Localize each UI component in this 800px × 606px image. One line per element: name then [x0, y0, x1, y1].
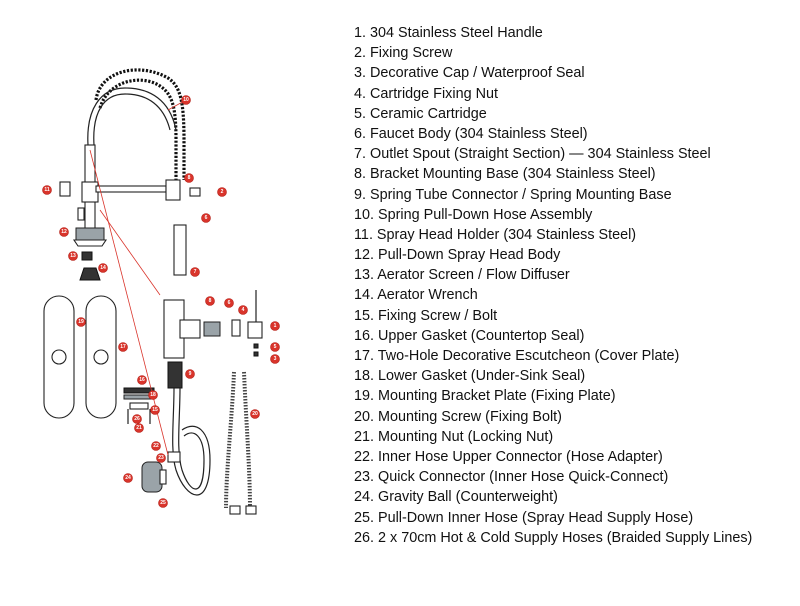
callout-5: 5	[270, 342, 280, 352]
parts-list-item: 17. Two-Hole Decorative Escutcheon (Cove…	[354, 348, 680, 364]
parts-list-item: 13. Aerator Screen / Flow Diffuser	[354, 267, 570, 284]
parts-list-item: 26. 2 x 70cm Hot & Cold Supply Hoses (Br…	[354, 529, 753, 546]
parts-list-item: 25. Pull-Down Inner Hose (Spray Head Sup…	[354, 509, 694, 526]
callout-7: 7	[190, 267, 200, 277]
callout-18: 18	[148, 390, 158, 400]
mounting-hardware	[123, 387, 155, 424]
callout-1: 1	[270, 321, 280, 331]
parts-list-item: 4. Cartridge Fixing Nut	[354, 85, 498, 102]
parts-list-item: 1. 304 Stainless Steel Handle	[354, 25, 543, 41]
parts-list: 1. 304 Stainless Steel Handle 2. Fixing …	[354, 23, 752, 548]
parts-list-item: 2. Fixing Screw	[354, 45, 453, 62]
parts-list-item: 10. Spring Pull-Down Hose Assembly	[354, 206, 593, 223]
svg-text:2: 2	[221, 189, 224, 195]
svg-text:4: 4	[242, 307, 245, 313]
parts-list-item: 7. Outlet Spout (Straight Section) — 304…	[354, 146, 711, 163]
parts-list-item: 3. Decorative Cap / Waterproof Seal	[354, 65, 585, 82]
svg-text:23: 23	[158, 455, 164, 461]
escutcheon-plates	[43, 295, 117, 419]
parts-list-item: 6. Faucet Body (304 Stainless Steel)	[354, 125, 588, 142]
callout-13: 13	[68, 251, 78, 261]
parts-list-item: 14. Aerator Wrench	[354, 287, 478, 304]
svg-text:16: 16	[139, 377, 145, 383]
parts-list-item: 11. Spray Head Holder (304 Stainless Ste…	[354, 226, 637, 243]
svg-text:8: 8	[209, 298, 212, 304]
callout-6b: 6	[201, 213, 211, 223]
svg-text:5: 5	[274, 344, 277, 350]
parts-list-item: 8. Bracket Mounting Base (304 Stainless …	[354, 166, 656, 183]
callout-12: 12	[59, 227, 69, 237]
callout-16: 16	[137, 375, 147, 385]
callout-23: 23	[156, 453, 166, 463]
parts-list-item: 21. Mounting Nut (Locking Nut)	[354, 428, 554, 445]
exploded-faucet-diagram: 1 2 3 4 5 6 6 7 8 8 9 10 11 12 13 14 15 …	[42, 68, 280, 515]
parts-list-item: 22. Inner Hose Upper Connector (Hose Ada…	[354, 448, 663, 465]
svg-text:18: 18	[150, 392, 156, 398]
svg-text:1: 1	[274, 323, 277, 329]
svg-text:21: 21	[136, 425, 142, 431]
parts-list-item: 5. Ceramic Cartridge	[354, 105, 487, 122]
svg-text:17: 17	[120, 344, 126, 350]
callout-21: 21	[134, 423, 144, 433]
parts-list-item: 20. Mounting Screw (Fixing Bolt)	[354, 408, 562, 425]
parts-list-item: 16. Upper Gasket (Countertop Seal)	[354, 327, 585, 344]
callouts: 1 2 3 4 5 6 6 7 8 8 9 10 11 12 13 14 15 …	[42, 95, 280, 508]
callout-14: 14	[98, 263, 108, 273]
svg-text:26: 26	[134, 416, 140, 422]
svg-text:3: 3	[274, 356, 277, 362]
callout-8a: 8	[184, 173, 194, 183]
svg-text:14: 14	[100, 265, 106, 271]
callout-19: 19	[76, 317, 86, 327]
callout-20: 20	[250, 409, 260, 419]
callout-26: 26	[132, 414, 142, 424]
svg-text:24: 24	[125, 475, 131, 481]
gravity-ball	[141, 461, 167, 493]
parts-list-item: 9. Spring Tube Connector / Spring Mounti…	[354, 186, 672, 203]
svg-text:9: 9	[189, 371, 192, 377]
callout-24: 24	[123, 473, 133, 483]
svg-text:10: 10	[183, 97, 189, 103]
callout-8b: 8	[205, 296, 215, 306]
svg-text:20: 20	[252, 411, 258, 417]
callout-9: 9	[185, 369, 195, 379]
callout-2: 2	[217, 187, 227, 197]
parts-list-item: 12. Pull-Down Spray Head Body	[354, 247, 561, 264]
pull-down-inner-hose	[167, 387, 211, 496]
parts-list-item: 19. Mounting Bracket Plate (Fixing Plate…	[354, 388, 616, 405]
supply-hoses	[224, 371, 257, 515]
callout-11: 11	[42, 185, 52, 195]
svg-text:6: 6	[228, 300, 231, 306]
faucet-body-upper	[59, 144, 201, 281]
svg-text:22: 22	[153, 443, 159, 449]
callout-25: 25	[158, 498, 168, 508]
parts-list-item: 23. Quick Connector (Inner Hose Quick-Co…	[354, 469, 669, 486]
callout-4: 4	[238, 305, 248, 315]
svg-text:13: 13	[70, 253, 76, 259]
parts-list-item: 18. Lower Gasket (Under-Sink Seal)	[354, 368, 586, 385]
callout-6a: 6	[224, 298, 234, 308]
svg-text:25: 25	[160, 500, 166, 506]
callout-22: 22	[151, 441, 161, 451]
callout-17: 17	[118, 342, 128, 352]
callout-10: 10	[181, 95, 191, 105]
svg-text:12: 12	[61, 229, 67, 235]
svg-text:15: 15	[152, 407, 158, 413]
svg-text:6: 6	[205, 215, 208, 221]
parts-list-item: 24. Gravity Ball (Counterweight)	[354, 489, 558, 506]
faucet-body-lower	[163, 290, 263, 389]
spring-hose-assembly	[87, 68, 186, 180]
callout-15: 15	[150, 405, 160, 415]
svg-text:7: 7	[194, 269, 197, 275]
parts-list-item: 15. Fixing Screw / Bolt	[354, 307, 498, 324]
svg-text:11: 11	[44, 187, 50, 193]
callout-3: 3	[270, 354, 280, 364]
svg-text:19: 19	[78, 319, 84, 325]
svg-text:8: 8	[188, 175, 191, 181]
